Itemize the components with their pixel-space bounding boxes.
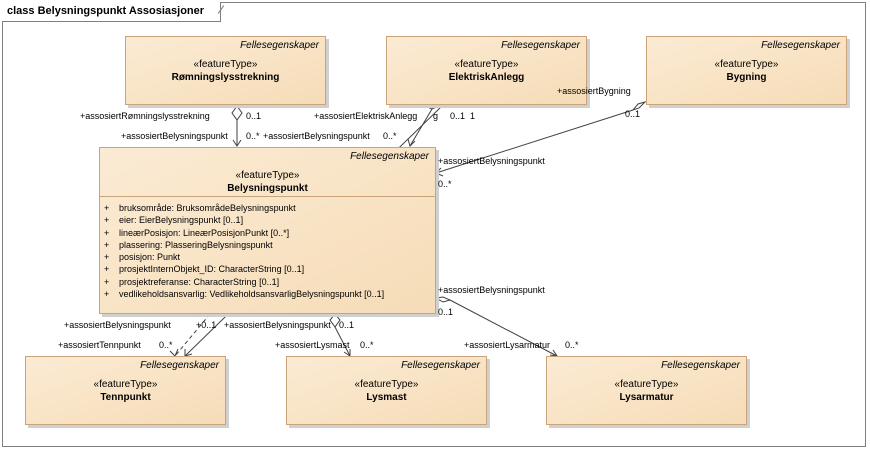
- assoc-lysarmatur-diamond[interactable]: [434, 296, 452, 303]
- multiplicity-label: 0..1: [625, 109, 641, 119]
- role-label: +assosiertBelysningspunkt: [263, 131, 370, 141]
- role-label: +assosiertBelysningspunkt: [64, 320, 171, 330]
- attribute-text: plassering: PlasseringBelysningspunkt: [119, 239, 273, 250]
- multiplicity-label: +0..1: [196, 320, 217, 330]
- class-romningslysstrekning[interactable]: Fellesegenskaper «featureType» Rømningsl…: [125, 36, 326, 105]
- multiplicity-label: 0..*: [438, 179, 452, 189]
- assoc-bygning-segment[interactable]: [435, 109, 634, 174]
- attribute-row: + vedlikeholdsansvarlig: Vedlikeholdsansv…: [104, 288, 433, 300]
- role-label: +assosiertBygning: [557, 86, 631, 96]
- assoc-lysarmatur-segment[interactable]: [449, 299, 558, 357]
- stereotype-label: «featureType»: [714, 59, 779, 70]
- package-label: Fellesegenskaper: [350, 151, 429, 162]
- assoc-lysmast-segment[interactable]: [334, 326, 351, 357]
- assoc-romningslysstrekning-line[interactable]: [231, 105, 243, 121]
- package-label: Fellesegenskaper: [661, 360, 740, 371]
- class-bygning[interactable]: Fellesegenskaper «featureType» Bygning: [646, 36, 847, 105]
- attribute-text: posisjon: Punkt: [119, 252, 181, 263]
- visibility-marker: +: [104, 239, 110, 250]
- attribute-list: + bruksområde: BruksområdeBelysningspunkt…: [104, 202, 433, 300]
- attribute-row: + posisjon: Punkt: [104, 251, 433, 263]
- class-elektriskanlegg[interactable]: Fellesegenskaper «featureType» Elektrisk…: [386, 36, 587, 105]
- visibility-marker: +: [104, 227, 110, 238]
- stereotype-label: «featureType»: [235, 170, 300, 181]
- attribute-text: eier: EierBelysningspunkt [0..1]: [119, 215, 244, 226]
- class-tennpunkt[interactable]: Fellesegenskaper «featureType» Tennpunkt: [25, 356, 226, 425]
- class-name: Lysarmatur: [619, 392, 674, 403]
- package-label: Fellesegenskaper: [240, 40, 319, 51]
- class-lysarmatur[interactable]: Fellesegenskaper «featureType» Lysarmatu…: [546, 356, 747, 425]
- multiplicity-label: 0..*: [246, 131, 260, 141]
- multiplicity-label: 0..1: [438, 307, 454, 317]
- attribute-row: + plassering: PlasseringBelysningspunkt: [104, 239, 433, 251]
- class-belysningspunkt[interactable]: Fellesegenskaper «featureType» Belysning…: [99, 147, 436, 314]
- stereotype-label: «featureType»: [614, 379, 679, 390]
- attribute-text: lineærPosisjon: LineærPosisjonPunkt [0..…: [119, 227, 290, 238]
- attribute-row: + lineærPosisjon: LineærPosisjonPunkt [0.…: [104, 227, 433, 239]
- stereotype-label: «featureType»: [93, 379, 158, 390]
- package-label: Fellesegenskaper: [401, 360, 480, 371]
- visibility-marker: +: [104, 252, 110, 263]
- attribute-text: bruksområde: BruksområdeBelysningspunkt: [119, 203, 296, 213]
- attribute-text: prosjektreferanse: CharacterString [0..1…: [119, 276, 280, 287]
- multiplicity-label: 0..*: [360, 340, 374, 350]
- multiplicity-label: 1: [470, 111, 476, 121]
- attribute-row: + prosjektreferanse: CharacterString [0..…: [104, 276, 433, 288]
- attribute-divider: [100, 196, 435, 197]
- role-label: +assosiertBelysningspunkt: [224, 320, 331, 330]
- visibility-marker: +: [104, 215, 110, 226]
- attribute-text: vedlikeholdsansvarlig: Vedlikeholdsansva…: [119, 289, 385, 300]
- multiplicity-label: 0..*: [159, 340, 173, 350]
- attribute-row: + prosjektInternObjekt_ID: CharacterStrin…: [104, 263, 433, 275]
- role-label: +assosiertTennpunkt: [58, 340, 141, 350]
- assoc-elektriskanlegg-segment[interactable]: [409, 108, 433, 147]
- visibility-marker: +: [104, 276, 110, 287]
- visibility-marker: +: [104, 264, 110, 275]
- role-label: +assosiertBelysningspunkt: [121, 131, 228, 141]
- attribute-row: + eier: EierBelysningspunkt [0..1]: [104, 214, 433, 226]
- visibility-marker: +: [104, 203, 110, 213]
- package-label: Fellesegenskaper: [501, 40, 580, 51]
- role-label: +assosiertLysarmatur: [464, 340, 550, 350]
- class-name: ElektriskAnlegg: [448, 72, 525, 83]
- package-label: Fellesegenskaper: [761, 40, 840, 51]
- stereotype-label: «featureType»: [454, 59, 519, 70]
- class-name: Lysmast: [366, 392, 407, 403]
- role-label: +assosiertRømningslysstrekning: [80, 111, 210, 121]
- class-name: Tennpunkt: [100, 392, 151, 403]
- class-name: Rømningslysstrekning: [171, 72, 280, 83]
- class-name: Belysningspunkt: [227, 183, 308, 194]
- assoc-tennpunkt-dashed[interactable]: [174, 313, 211, 357]
- package-label: Fellesegenskaper: [140, 360, 219, 371]
- stereotype-label: «featureType»: [354, 379, 419, 390]
- diagram-title: class Belysningspunkt Assosiasjoner: [2, 2, 222, 22]
- multiplicity-label: 0..*: [383, 131, 397, 141]
- class-lysmast[interactable]: Fellesegenskaper «featureType» Lysmast: [286, 356, 487, 425]
- role-label-suffix: g: [433, 111, 439, 121]
- attribute-text: prosjektInternObjekt_ID: CharacterString…: [119, 264, 305, 275]
- assoc-elektriskanlegg-arrowhead: [407, 138, 416, 147]
- assoc-romningslysstrekning-arrowhead: [232, 139, 242, 147]
- multiplicity-label: 0..1: [450, 111, 466, 121]
- multiplicity-label: 0..1: [339, 320, 355, 330]
- multiplicity-label: 0..*: [565, 340, 579, 350]
- role-label: +assosiertBelysningspunkt: [438, 156, 545, 166]
- multiplicity-label: 0..1: [246, 111, 262, 121]
- role-label: +assosiertBelysningspunkt: [438, 285, 545, 295]
- attribute-row: + bruksområde: BruksområdeBelysningspunkt: [104, 202, 433, 214]
- class-name: Bygning: [726, 72, 767, 83]
- role-label: +assosiertElektriskAnlegg: [314, 111, 418, 121]
- role-label: +assosiertLysmast: [275, 340, 350, 350]
- visibility-marker: +: [104, 289, 110, 300]
- stereotype-label: «featureType»: [193, 59, 258, 70]
- assoc-bygning-arrowhead: [435, 167, 444, 177]
